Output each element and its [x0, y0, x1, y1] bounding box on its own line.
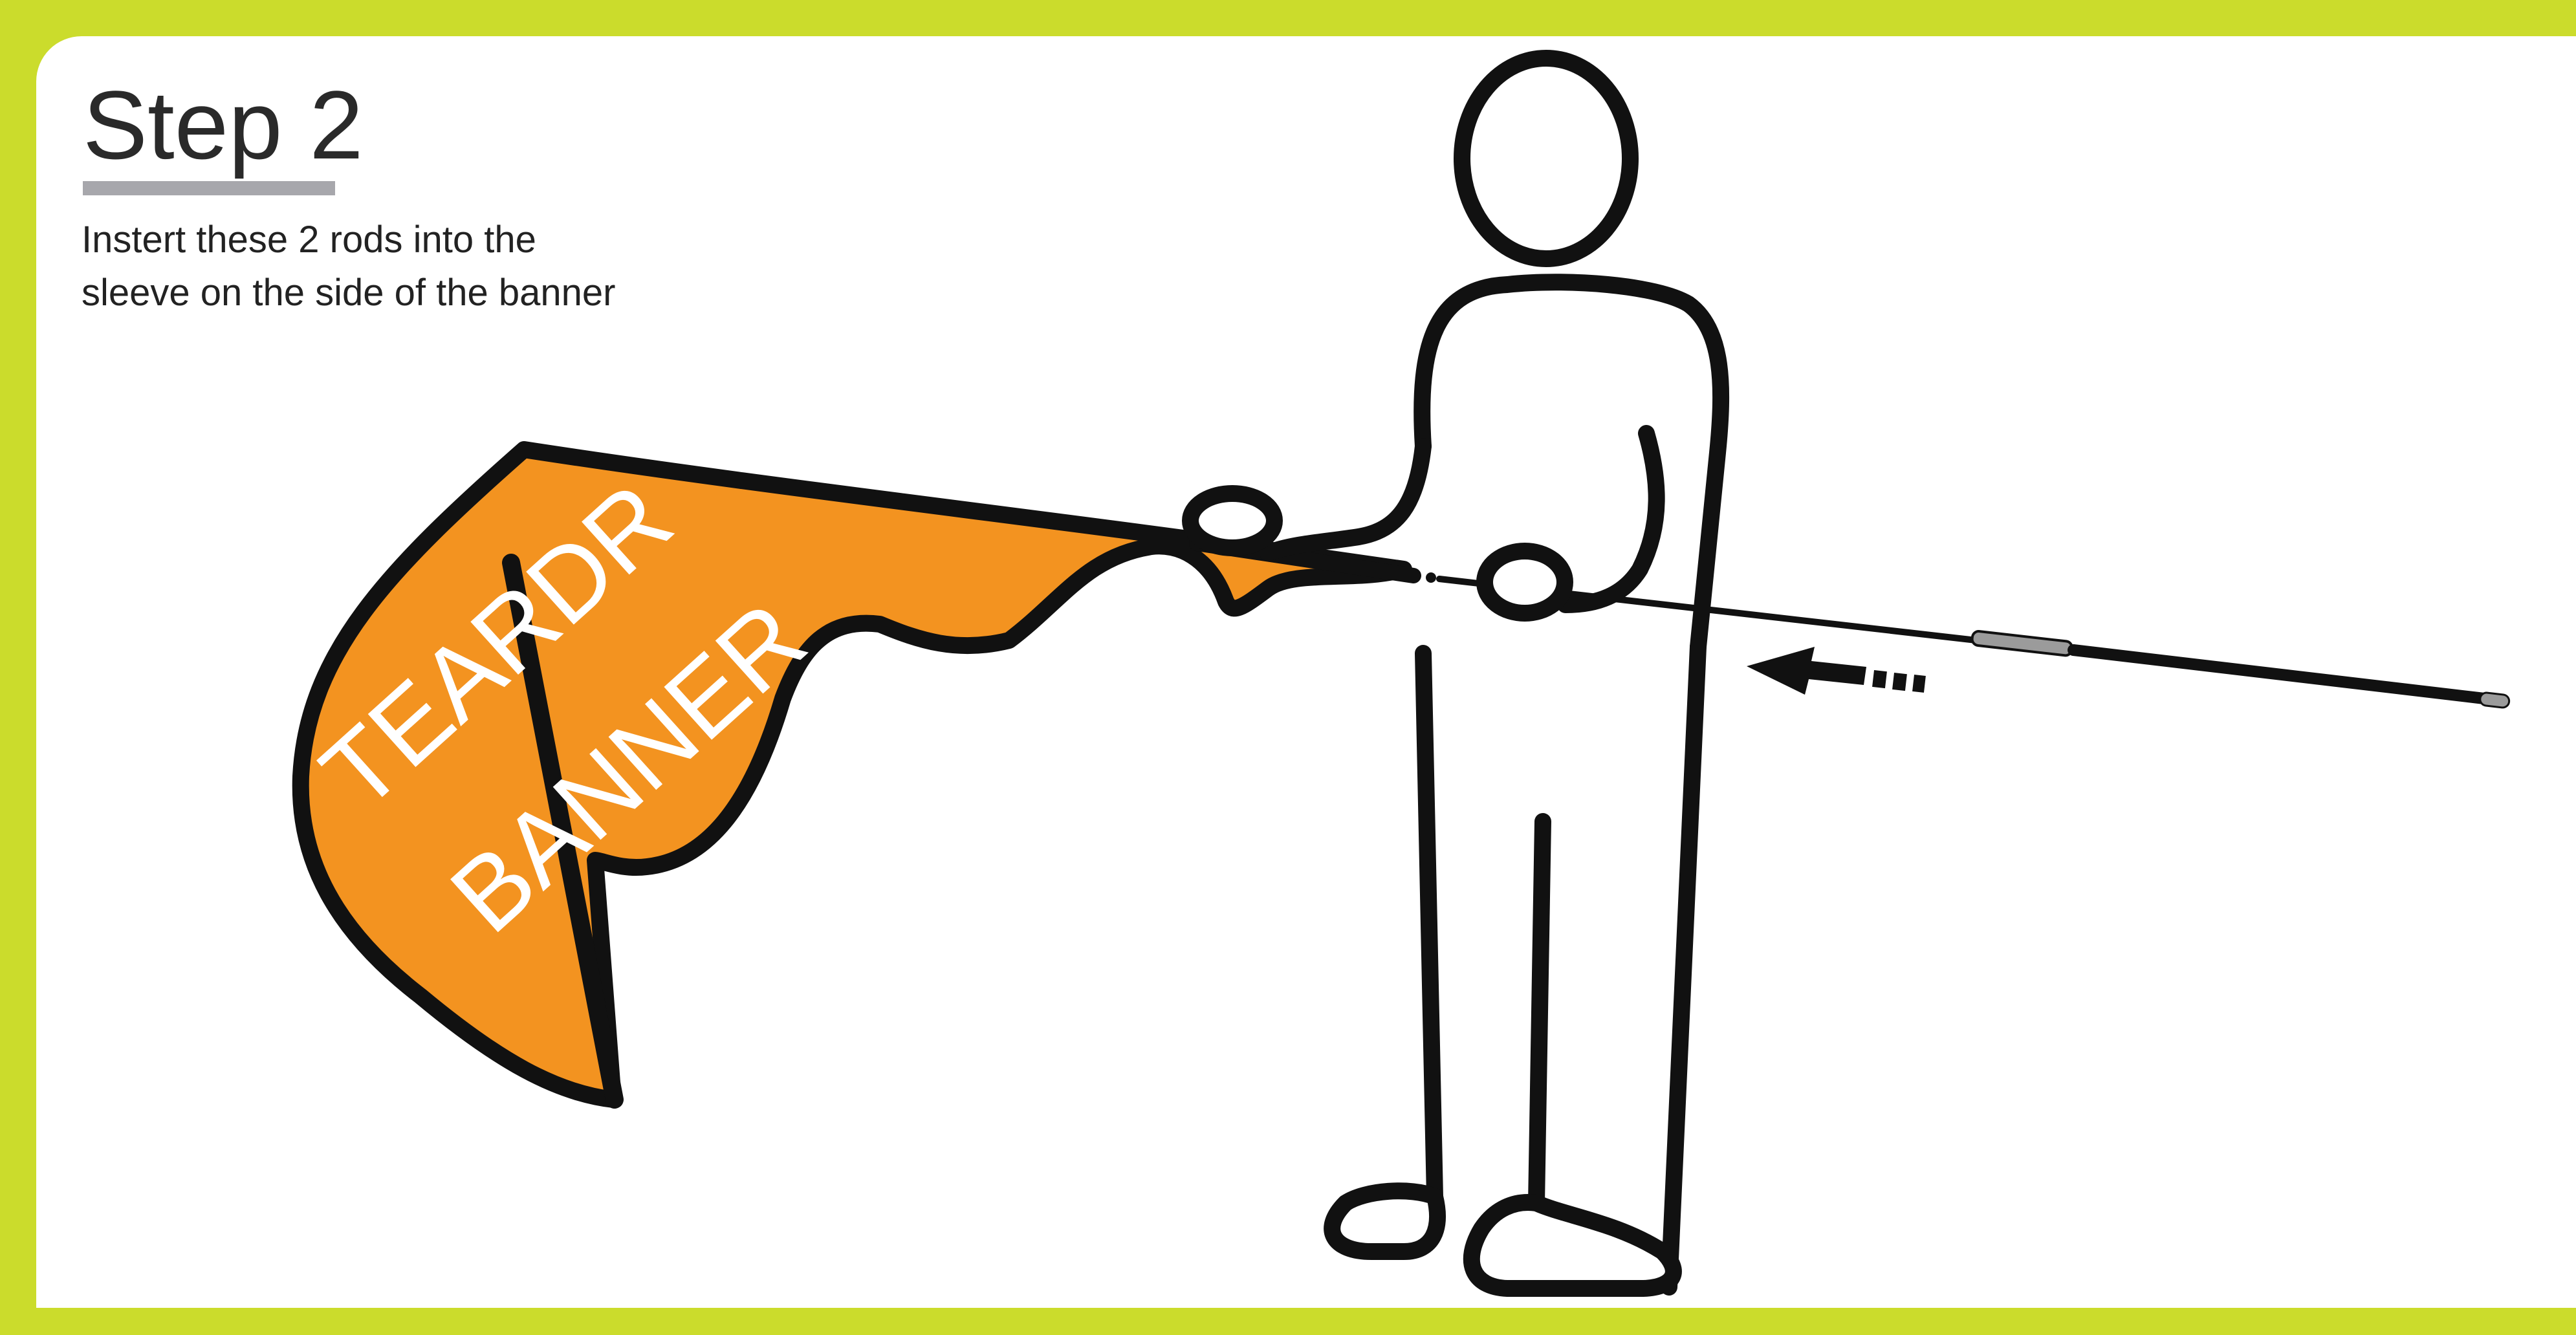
rod-end-cap	[2480, 692, 2510, 708]
right-foot	[1472, 1202, 1674, 1288]
rod-connector-sleeve	[1972, 631, 2073, 656]
head	[1462, 58, 1630, 259]
left-foot	[1332, 1191, 1437, 1252]
near-arm	[1566, 433, 1657, 605]
far-arm	[1268, 446, 1423, 553]
near-hand	[1485, 551, 1565, 613]
person-figure	[1190, 58, 1721, 1288]
rod-tip	[1426, 572, 1436, 583]
thick-rod	[2073, 650, 2484, 699]
right-leg-outer	[1669, 647, 1698, 1287]
arrow-icon	[1747, 647, 1866, 695]
left-leg	[1423, 653, 1435, 1197]
insert-direction-arrow	[1747, 647, 1926, 695]
far-hand	[1190, 494, 1274, 548]
inner-leg	[1536, 821, 1543, 1203]
